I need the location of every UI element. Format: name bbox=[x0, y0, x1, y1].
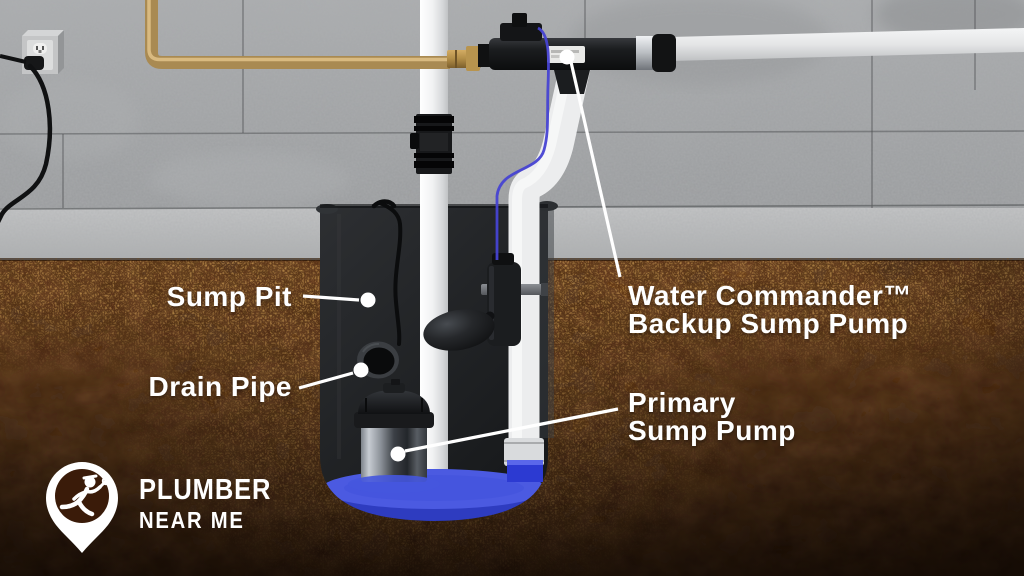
backup-float-valve bbox=[423, 253, 548, 351]
backup-discharge-pipe bbox=[504, 54, 593, 466]
primary-discharge-pipe bbox=[410, 0, 454, 480]
leader-line-sump-pit bbox=[302, 294, 360, 302]
leader-dot-drain-pipe bbox=[353, 362, 369, 378]
outlet-socket bbox=[33, 43, 47, 54]
leader-line-primary-pump bbox=[404, 407, 619, 453]
copper-pipe bbox=[145, 0, 450, 69]
pipe-bottom-coupling bbox=[504, 438, 544, 466]
leader-dot-backup-pump bbox=[559, 49, 575, 65]
label-primary-pump: Primary Sump Pump bbox=[628, 389, 796, 445]
label-primary-pump-line2: Sump Pump bbox=[628, 415, 796, 446]
valve-top-fitting bbox=[500, 23, 542, 41]
pit-right-rim bbox=[537, 203, 554, 438]
label-sump-pit: Sump Pit bbox=[166, 281, 292, 312]
rubber-pipe-coupling bbox=[410, 114, 454, 174]
leader-dots bbox=[353, 49, 575, 462]
label-drain-pipe: Drain Pipe bbox=[148, 371, 292, 402]
leader-line-drain-pipe bbox=[298, 371, 354, 390]
logo-text-line1: PLUMBER bbox=[139, 474, 272, 506]
float-sensor-wire bbox=[495, 26, 550, 260]
logo-text-line2: NEAR ME bbox=[139, 507, 245, 533]
label-backup-pump-line2: Backup Sump Pump bbox=[628, 308, 909, 339]
leader-lines bbox=[298, 61, 622, 453]
horizontal-discharge-pipe bbox=[670, 28, 1024, 61]
leader-line-backup-pump bbox=[569, 61, 622, 278]
power-cord bbox=[0, 63, 53, 224]
label-backup-pump: Water Commander™ Backup Sump Pump bbox=[628, 282, 912, 338]
primary-pump-power-cord bbox=[378, 201, 403, 346]
backup-pump-intake bbox=[507, 460, 543, 482]
running-plumber-pin-icon bbox=[46, 462, 118, 553]
label-primary-pump-line1: Primary bbox=[628, 387, 736, 418]
label-backup-pump-line1: Water Commander™ bbox=[628, 280, 912, 311]
leader-dot-sump-pit bbox=[360, 292, 376, 308]
float-ball bbox=[423, 309, 495, 351]
leader-dot-primary-pump bbox=[390, 446, 406, 462]
power-outlet bbox=[0, 30, 64, 224]
